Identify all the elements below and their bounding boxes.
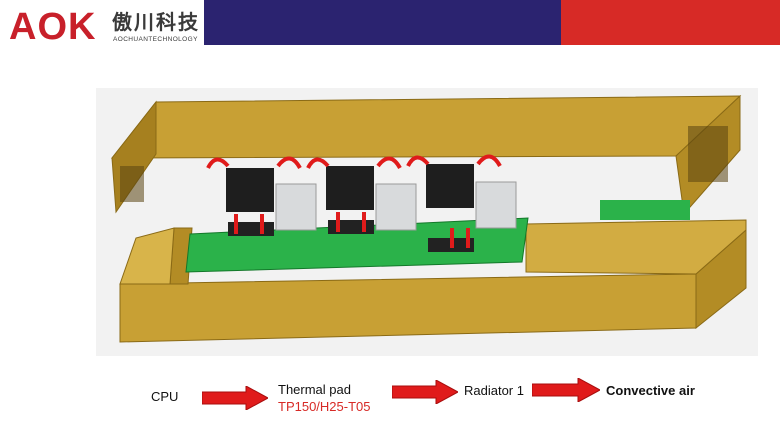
heat-flow-arrows <box>206 154 502 248</box>
header: AOK 傲川科技 AOCHUANTECHNOLOGY <box>0 0 780 46</box>
flow-cpu: CPU <box>151 389 179 404</box>
header-band-red <box>561 0 780 45</box>
flow-convective-air: Convective air <box>606 383 695 398</box>
flow-arrow-2 <box>392 380 458 404</box>
heatsink-assemblies <box>226 164 517 252</box>
flow-thermal-pad: Thermal pad <box>278 382 351 397</box>
header-band-blue <box>204 0 561 45</box>
flow-radiator: Radiator 1 <box>464 383 524 398</box>
enclosure-lid <box>110 94 742 216</box>
enclosure-base <box>119 219 747 343</box>
enclosure-exploded-diagram <box>96 88 758 356</box>
flow-arrow-1 <box>202 386 268 410</box>
logo-letters: AOK <box>9 6 97 48</box>
company-logo: AOK 傲川科技 AOCHUANTECHNOLOGY <box>9 8 209 46</box>
company-name-english: AOCHUANTECHNOLOGY <box>113 36 198 43</box>
flow-thermal-pad-model: TP150/H25-T05 <box>278 399 371 414</box>
pcb-rear-board <box>600 200 690 220</box>
company-name-chinese: 傲川科技 <box>112 12 200 34</box>
flow-arrow-3 <box>532 378 600 402</box>
